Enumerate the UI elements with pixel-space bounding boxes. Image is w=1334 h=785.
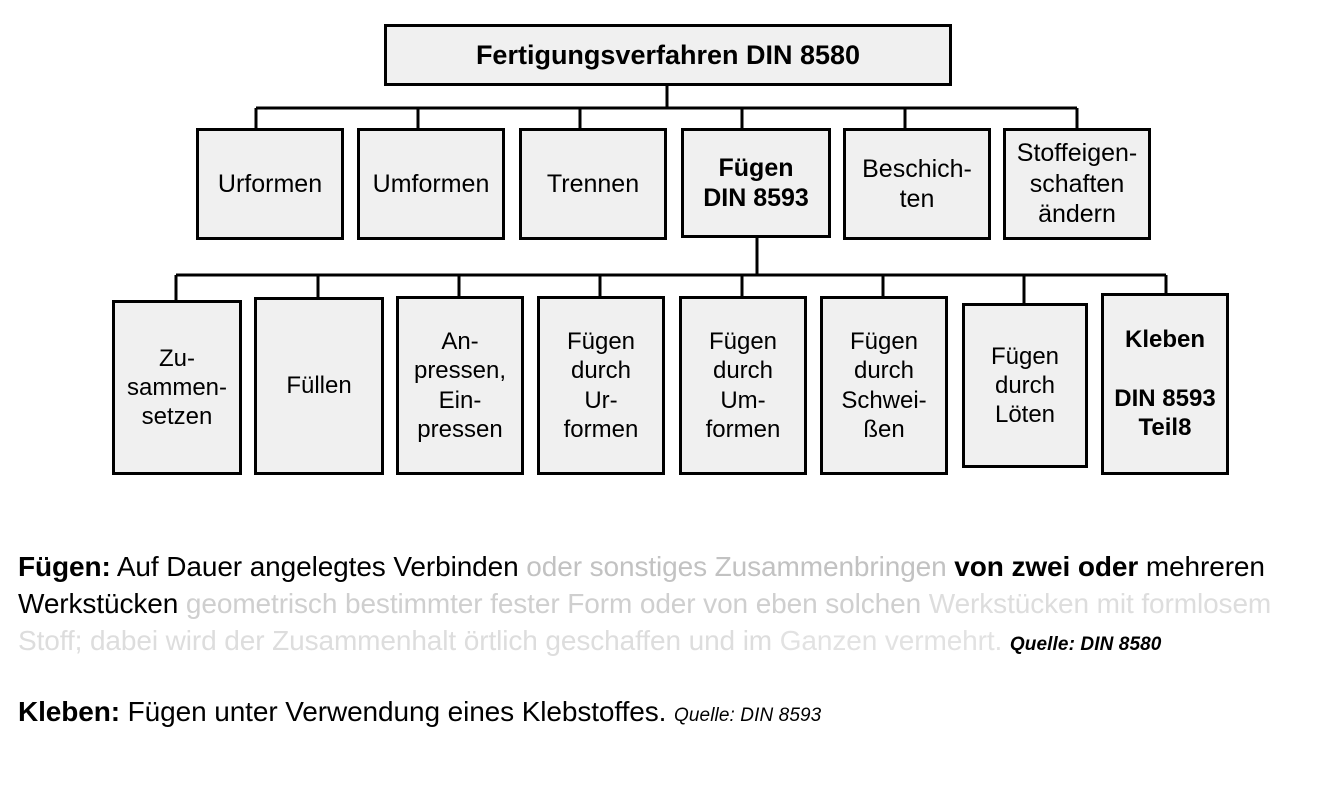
definition-fuegen-segment-black-2: mehreren Werkstücken	[18, 551, 1265, 619]
node-label: Fügen durch Um- formen	[705, 327, 781, 443]
node-fuegen-durch-loeten[interactable]: Fügen durch Löten	[962, 303, 1088, 468]
node-kleben[interactable]: Kleben DIN 8593 Teil8	[1101, 293, 1229, 475]
node-label: Trennen	[546, 169, 640, 198]
node-label: Fügen durch Schwei- ßen	[841, 327, 927, 443]
node-label: Zu- sammen- setzen	[126, 344, 228, 431]
node-label: An- pressen, Ein- pressen	[413, 327, 507, 443]
node-root-fertigungsverfahren[interactable]: Fertigungsverfahren DIN 8580	[384, 24, 952, 86]
node-label: Fügen DIN 8593	[703, 153, 809, 213]
definition-fuegen: Fügen: Auf Dauer angelegtes Verbinden od…	[18, 548, 1308, 663]
definition-kleben-body: Fügen unter Verwendung eines Klebstoffes…	[119, 696, 667, 727]
source-citation-din-8593: Quelle: DIN 8593	[674, 705, 822, 726]
node-label: Fügen durch Ur- formen	[563, 327, 639, 443]
node-fuegen-durch-urformen[interactable]: Fügen durch Ur- formen	[537, 296, 665, 475]
node-label: Füllen	[286, 372, 352, 400]
definition-fuegen-segment-gray-3: Werkstücken mit formlosem Stoff; dabei w…	[18, 588, 1272, 656]
definition-fuegen-segment-black-1: Auf Dauer angelegtes Verbinden	[110, 551, 519, 582]
node-fuegen-durch-umformen[interactable]: Fügen durch Um- formen	[679, 296, 807, 475]
node-label: Kleben DIN 8593 Teil8	[1114, 326, 1216, 442]
node-urformen[interactable]: Urformen	[196, 128, 344, 240]
definition-fuegen-segment-gray-2: geometrisch bestimmter fester Form oder …	[178, 588, 922, 619]
definition-kleben: Kleben: Fügen unter Verwendung eines Kle…	[18, 693, 1308, 734]
node-beschichten[interactable]: Beschich- ten	[843, 128, 991, 240]
node-label: Fügen durch Löten	[990, 342, 1060, 429]
node-label: Urformen	[217, 169, 323, 198]
node-stoffeigenschaften-aendern[interactable]: Stoffeigen- schaften ändern	[1003, 128, 1151, 240]
node-anpressen-einpressen[interactable]: An- pressen, Ein- pressen	[396, 296, 524, 475]
definitions-block: Fügen: Auf Dauer angelegtes Verbinden od…	[18, 548, 1308, 734]
source-citation-din-8580: Quelle: DIN 8580	[1009, 634, 1162, 655]
node-fuegen[interactable]: Fügen DIN 8593	[681, 128, 831, 238]
node-label: Beschich- ten	[862, 154, 972, 214]
node-fuegen-durch-schweissen[interactable]: Fügen durch Schwei- ßen	[820, 296, 948, 475]
node-label: Fertigungsverfahren DIN 8580	[475, 39, 861, 70]
definition-fuegen-segment-bold-1: von zwei oder	[946, 551, 1139, 582]
node-label: Umformen	[372, 169, 490, 198]
node-trennen[interactable]: Trennen	[519, 128, 667, 240]
node-fuellen[interactable]: Füllen	[254, 297, 384, 475]
definition-term-fuegen: Fügen:	[18, 551, 111, 582]
node-label: Stoffeigen- schaften ändern	[1016, 139, 1138, 229]
node-zusammensetzen[interactable]: Zu- sammen- setzen	[112, 300, 242, 475]
definition-fuegen-segment-gray-4: Ganzen vermehrt.	[779, 625, 1003, 656]
definition-fuegen-segment-gray-1: oder sonstiges Zusammenbringen	[518, 551, 947, 582]
manufacturing-process-tree: Fertigungsverfahren DIN 8580 Urformen Um…	[112, 24, 1229, 475]
node-umformen[interactable]: Umformen	[357, 128, 505, 240]
definition-term-kleben: Kleben:	[18, 696, 120, 727]
